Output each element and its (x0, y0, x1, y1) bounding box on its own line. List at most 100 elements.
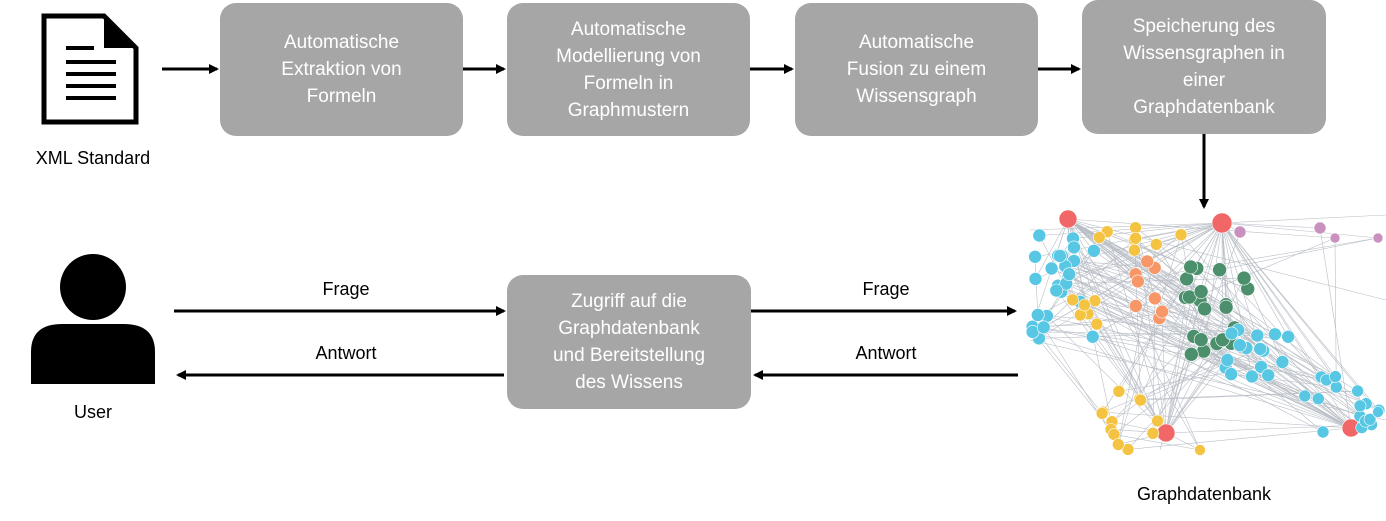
access-text: des Wissens (575, 372, 683, 393)
graph-edge (1065, 283, 1081, 316)
access-text: Zugriff auf die (571, 291, 687, 312)
graph-edge (1139, 222, 1223, 400)
graph-node (1032, 228, 1047, 243)
graph-node (1240, 281, 1255, 297)
graph-edge (1051, 268, 1269, 376)
graph-node (1025, 319, 1040, 334)
graph-edge (1043, 222, 1223, 328)
graph-edge (1067, 218, 1264, 351)
graph-node (1184, 346, 1199, 362)
graph-node (1044, 261, 1059, 276)
graph-edge (1111, 421, 1167, 434)
graph-edge (1222, 336, 1289, 341)
graph-node (1227, 320, 1242, 336)
graph-node (1215, 332, 1230, 348)
graph-node (1112, 384, 1126, 398)
graph-node (1107, 428, 1121, 441)
graph-node (1372, 232, 1384, 244)
graph-edge (1067, 218, 1141, 401)
graph-edge (1134, 239, 1141, 401)
graph-edge (1067, 218, 1337, 388)
graph-node (1051, 248, 1065, 263)
graph-edge (1232, 331, 1262, 368)
graph-node (1330, 380, 1343, 394)
graph-node (1275, 355, 1290, 369)
graph-edge (1231, 373, 1337, 388)
graph-edge (1219, 269, 1366, 422)
graph-edge (1134, 222, 1223, 251)
graph-node (1061, 268, 1076, 283)
graph-edge (1113, 343, 1232, 435)
graph-node (1090, 317, 1104, 331)
graph-edge (1079, 301, 1352, 429)
graph-node (1032, 331, 1046, 346)
graph-edge (1067, 218, 1190, 298)
graph-edge (1035, 218, 1069, 280)
graph-node (1218, 360, 1233, 375)
graph-edge (1231, 333, 1247, 349)
graph-node (1365, 418, 1378, 431)
graph-edge (1067, 218, 1358, 392)
graph-node (1196, 343, 1211, 359)
graph-edge (1161, 237, 1336, 312)
document-label: XML Standard (35, 148, 151, 168)
step-text: Automatische (283, 32, 400, 53)
graph-node (1329, 232, 1341, 244)
graph-node (1268, 327, 1282, 342)
graph-edge (1134, 222, 1223, 241)
graph-edge (1156, 244, 1218, 344)
graph-edge (1221, 222, 1253, 377)
graph-edge (1196, 237, 1379, 269)
graph-node (1194, 444, 1206, 456)
graph-edge (1191, 353, 1361, 417)
graph-edge (1067, 218, 1324, 433)
graph-edge (1034, 256, 1039, 316)
graph-edge (1165, 424, 1372, 434)
graph-node (1212, 262, 1227, 278)
graph-node (1250, 328, 1265, 343)
graph-edge (1152, 298, 1156, 434)
graph-edge (1221, 222, 1232, 375)
graph-edge (1127, 427, 1352, 450)
graph-node (1067, 254, 1081, 268)
graph-edge (1046, 315, 1167, 434)
graph-node (1211, 212, 1233, 234)
graph-node (1239, 341, 1254, 355)
graph-node (1231, 323, 1245, 337)
graph-edge (1227, 359, 1305, 397)
graph-node (1148, 291, 1162, 306)
graph-node (1233, 225, 1247, 239)
graph-edge (1061, 291, 1352, 429)
graph-edge (1260, 348, 1380, 411)
graph-edge (1093, 250, 1305, 397)
graph-node (1192, 293, 1208, 308)
graph-node (1105, 415, 1119, 429)
graph-edge (1059, 255, 1241, 346)
graph-edge (1092, 298, 1156, 337)
graph-node (1051, 278, 1065, 293)
graph-node (1353, 399, 1367, 413)
graph-node (1193, 284, 1209, 299)
graph-edge (1067, 218, 1386, 301)
graph-node (1133, 392, 1146, 406)
graph-edge (1067, 218, 1202, 292)
graph-node (1225, 324, 1241, 339)
graph-node (1146, 426, 1160, 440)
graph-edge (1165, 300, 1201, 434)
answer-left-label: Antwort (315, 343, 377, 363)
graph-edge (1234, 327, 1352, 429)
graph-edge (1037, 314, 1322, 378)
graph-node (1066, 293, 1079, 307)
user-label: User (73, 402, 112, 422)
graph-edge (1067, 218, 1155, 269)
graph-node (1129, 221, 1142, 234)
graph-edge (1067, 218, 1327, 381)
graph-edge (1065, 266, 1269, 376)
graph-edge (1029, 339, 1386, 421)
graph-edge (1056, 290, 1073, 301)
graph-node (1245, 369, 1259, 384)
graph-node (1224, 367, 1238, 381)
graph-edge (1073, 247, 1226, 369)
graph-edges (1029, 214, 1386, 451)
graph-node (1218, 297, 1234, 313)
